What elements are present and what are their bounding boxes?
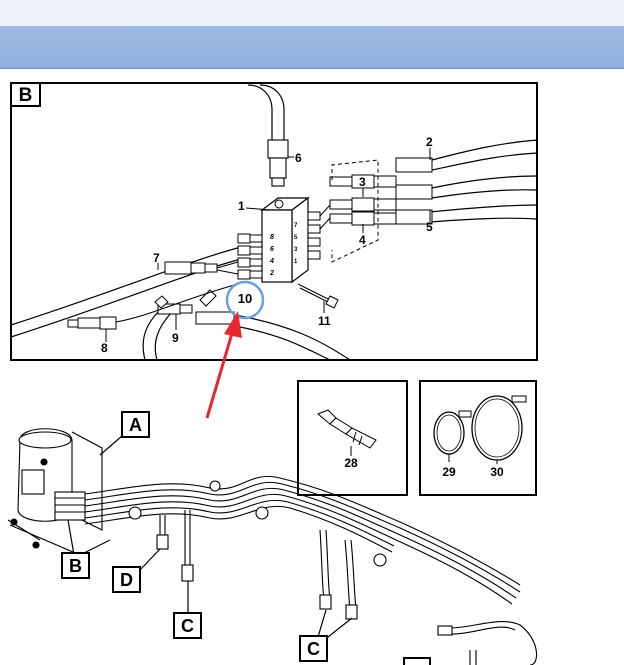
view-label-b: B [61, 552, 90, 579]
svg-text:C: C [307, 639, 320, 659]
callout-8: 8 [101, 341, 108, 355]
svg-text:C: C [181, 616, 194, 636]
main-assembly [7, 428, 538, 665]
panel-b: B 8 6 4 [10, 82, 538, 361]
callout-3: 3 [359, 175, 366, 189]
port-label: 8 [270, 234, 274, 241]
view-label-c: C [299, 635, 328, 662]
part-29-label: 29 [442, 465, 456, 479]
port-label: 7 [294, 223, 298, 229]
part-28-label: 28 [344, 456, 358, 470]
port-label: 4 [269, 258, 274, 265]
svg-text:B: B [69, 556, 82, 576]
port-label: 6 [270, 246, 274, 253]
view-label-c: C [173, 612, 202, 639]
part-29-30-box: 29 30 [419, 380, 537, 496]
part-28-box: 28 [297, 380, 408, 496]
callout-2: 2 [426, 135, 433, 149]
callout-6: 6 [295, 151, 302, 165]
callout-7: 7 [153, 251, 160, 265]
top-strip [0, 0, 624, 26]
callout-5: 5 [426, 220, 433, 234]
partial-view-label [403, 657, 431, 665]
panel-b-letter: B [19, 85, 33, 106]
valve-block [260, 196, 310, 284]
view-label-a: A [121, 411, 150, 438]
callout-10: 10 [238, 291, 252, 306]
svg-text:A: A [129, 415, 142, 435]
svg-text:D: D [120, 570, 133, 590]
callout-11: 11 [318, 314, 331, 328]
callout-9: 9 [172, 331, 179, 345]
port-label: 5 [294, 235, 298, 241]
callout-4: 4 [359, 233, 366, 247]
header-bar [0, 26, 624, 69]
port-label: 2 [269, 270, 274, 277]
port-label: 1 [294, 259, 298, 265]
highlight-circle [225, 280, 265, 320]
view-label-d: D [112, 566, 141, 593]
part-30-label: 30 [490, 465, 504, 479]
callout-1: 1 [238, 199, 245, 213]
red-arrow [205, 311, 242, 419]
port-label: 3 [294, 247, 298, 253]
